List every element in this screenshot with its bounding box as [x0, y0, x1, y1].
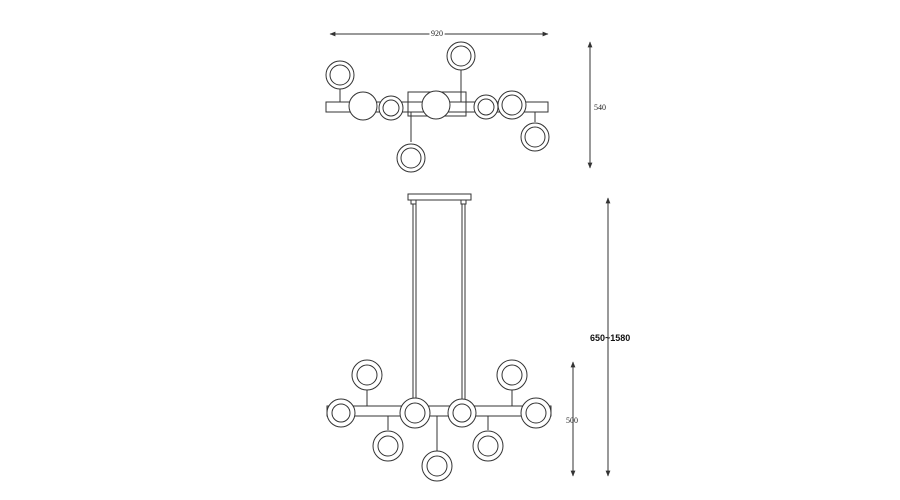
- total-height-label: 650~1580: [590, 333, 630, 343]
- top-depth-label: 540: [594, 103, 606, 112]
- ceiling-canopy: [407, 193, 472, 201]
- top-globe: [473, 94, 499, 120]
- top-globe: [421, 90, 451, 120]
- top-globe: [396, 143, 426, 173]
- side-globe: [447, 398, 477, 428]
- side-globe: [372, 430, 404, 462]
- side-main-bar: [326, 405, 552, 417]
- side-globe: [326, 398, 356, 428]
- side-globe: [496, 359, 528, 391]
- side-globe: [351, 359, 383, 391]
- side-globe: [520, 397, 552, 429]
- top-globe: [348, 91, 378, 121]
- side-globe: [421, 450, 453, 482]
- canopy-connector: [460, 199, 467, 205]
- top-globe: [378, 95, 404, 121]
- top-width-label: 920: [431, 29, 443, 38]
- top-globe: [446, 41, 476, 71]
- top-globe: [497, 90, 527, 120]
- top-view: [325, 31, 593, 173]
- fixture-height-label: 500: [566, 416, 578, 425]
- top-globe: [520, 122, 550, 152]
- side-view: [326, 193, 611, 482]
- canopy-connector: [410, 199, 417, 205]
- side-globe: [399, 397, 431, 429]
- side-globe: [472, 430, 504, 462]
- top-globe: [325, 60, 355, 90]
